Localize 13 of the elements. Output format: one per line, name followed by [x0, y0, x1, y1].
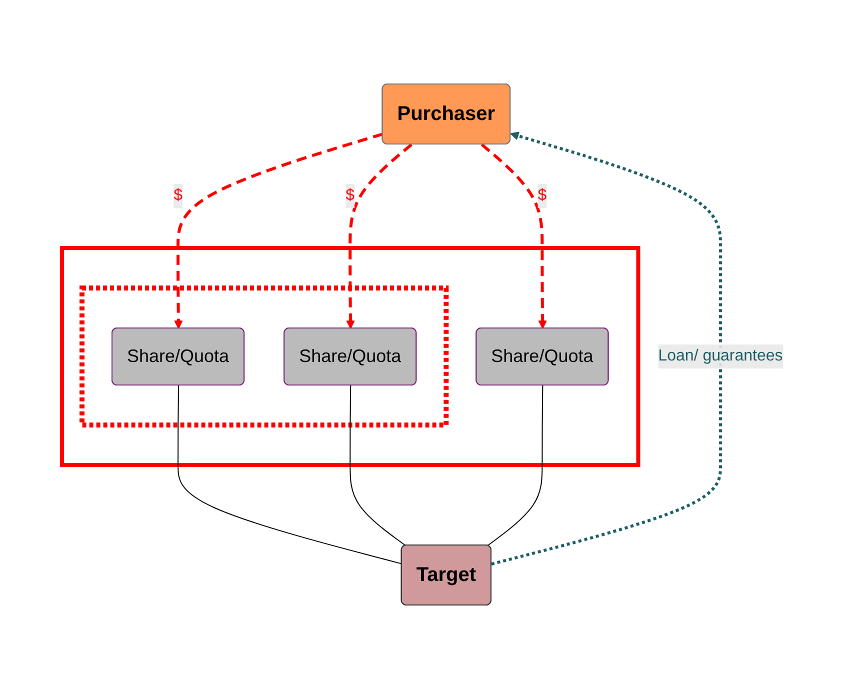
cluster [80, 285, 449, 427]
arrow [174, 132, 384, 328]
arrow [491, 131, 722, 566]
edge-label: $ [346, 186, 355, 204]
connector [178, 384, 402, 564]
cluster [60, 246, 640, 466]
arrow [480, 142, 548, 328]
connector [487, 384, 544, 546]
connector [350, 384, 406, 546]
edge-label: Loan/ guarantees [658, 347, 783, 364]
arrow [346, 142, 413, 328]
edge-label: $ [538, 186, 547, 204]
edge-label: $ [174, 186, 183, 204]
